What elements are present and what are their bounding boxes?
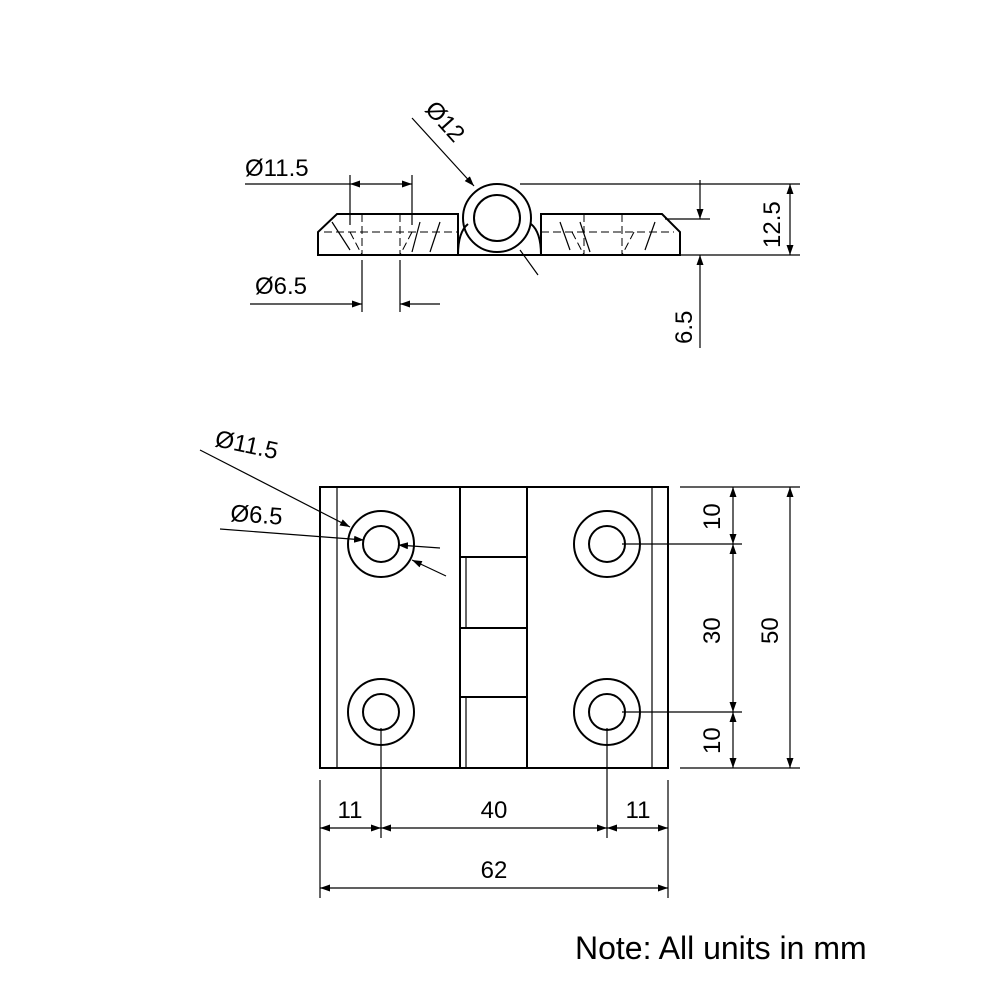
pin-inner-circle xyxy=(473,194,521,242)
knuckle-right-arc xyxy=(530,223,542,256)
units-note: Note: All units in mm xyxy=(575,930,867,966)
front-top-offset-label: 10 xyxy=(699,503,726,530)
side-countersink-diameter-label: Ø11.5 xyxy=(245,155,309,182)
pin-diameter-label: Ø12 xyxy=(420,96,470,148)
front-vertical-spacing-label: 30 xyxy=(699,617,726,644)
pin-outer-circle xyxy=(462,183,532,253)
side-plate-thickness-label: 6.5 xyxy=(671,311,698,344)
front-left-offset-label: 11 xyxy=(338,797,363,824)
front-view: Ø11.5 Ø6.5 10 30 10 50 11 40 11 xyxy=(199,425,800,898)
front-hole-diameter-label: Ø6.5 xyxy=(230,500,284,531)
front-horizontal-spacing-label: 40 xyxy=(481,797,508,824)
side-view: Ø12 Ø11.5 Ø6.5 12.5 6.5 xyxy=(245,96,800,348)
front-right-offset-label: 11 xyxy=(626,797,651,824)
front-total-width-label: 62 xyxy=(481,857,508,884)
side-total-height-label: 12.5 xyxy=(759,201,786,248)
front-bottom-offset-label: 10 xyxy=(699,727,726,754)
front-total-height-label: 50 xyxy=(757,617,784,644)
knuckle-left-arc xyxy=(457,223,469,256)
hole-top-left xyxy=(347,510,415,578)
side-hole-diameter-label: Ø6.5 xyxy=(255,273,307,300)
front-countersink-diameter-label: Ø11.5 xyxy=(213,425,281,465)
